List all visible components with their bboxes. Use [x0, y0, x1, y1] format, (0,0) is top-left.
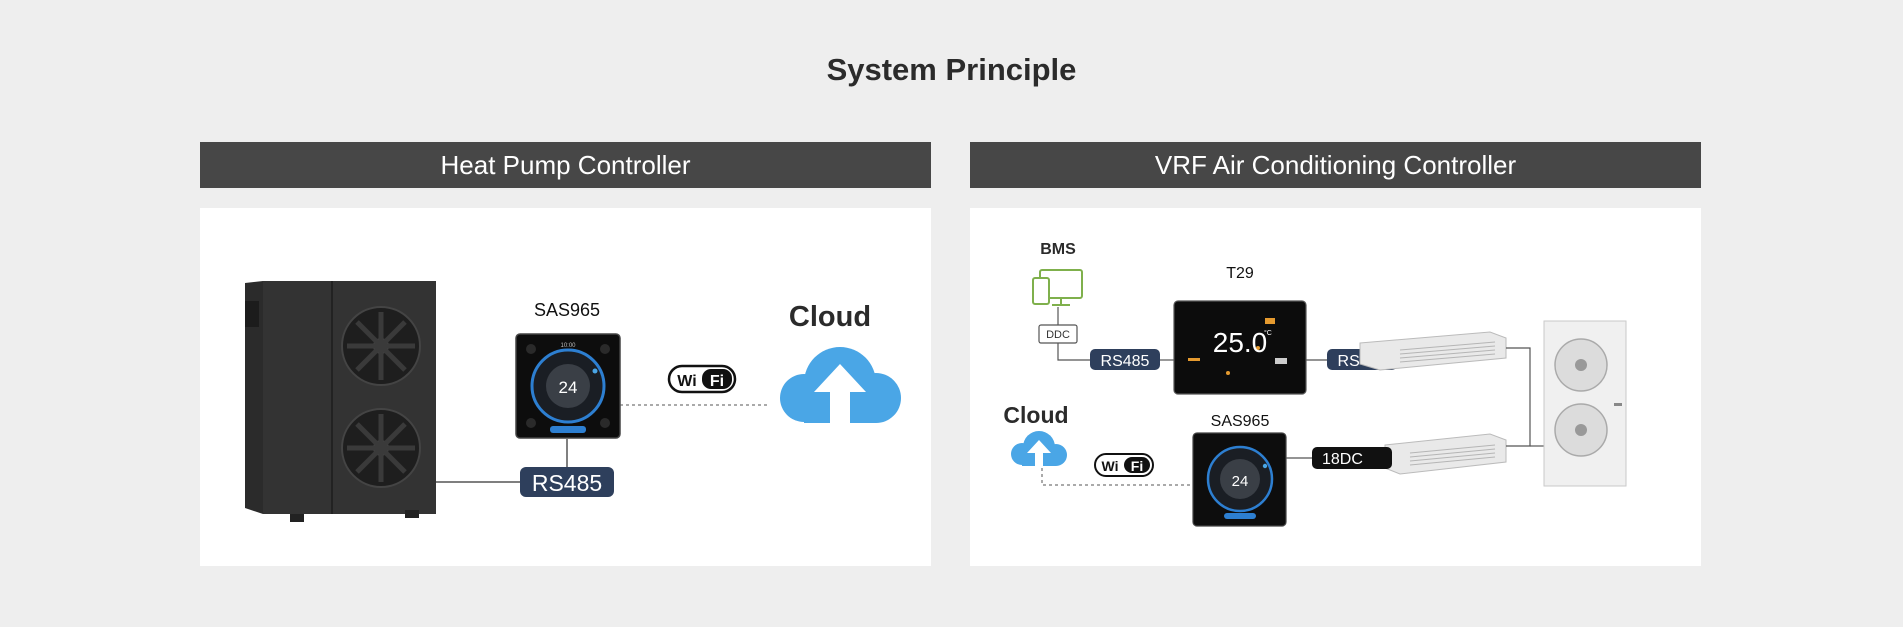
wifi-logo [667, 364, 737, 394]
page-title: System Principle [826, 52, 1077, 87]
vrf-cloud-upload-icon [1011, 431, 1067, 466]
heat-pump-unit-image [245, 281, 436, 522]
bms-label: BMS [1040, 241, 1076, 258]
rs485-badge [520, 467, 614, 497]
outdoor-wire-a [1506, 347, 1531, 447]
vrf-sas965-controller-image [1192, 432, 1287, 527]
t29-reading: 25.0 [1213, 327, 1268, 358]
wifi-text-fi: Fi [710, 373, 724, 390]
sas965-temp: 24 [559, 378, 578, 397]
cloud-upload-icon [780, 347, 901, 423]
t29-label: T29 [1226, 265, 1254, 282]
t29-thermostat-image [1173, 300, 1307, 395]
dc-label: 18DC [1322, 451, 1363, 468]
vrf-wifi-text-wi: Wi [1102, 458, 1119, 474]
wifi-text-wi: Wi [677, 373, 696, 390]
sas965-controller-image [515, 333, 621, 439]
heat-pump-diagram: RS485 SAS965 10:00 24 Wi Fi Cloud [245, 281, 901, 522]
bms-monitor-icon [1032, 269, 1083, 306]
ducted-indoor-unit-upper [1359, 331, 1507, 371]
vrf-panel-header: VRF Air Conditioning Controller [970, 142, 1701, 188]
vrf-wifi-link [1041, 468, 1192, 486]
rs485-label: RS485 [532, 470, 602, 496]
t29-unit: °C [1264, 329, 1272, 337]
vrf-sas965-temp: 24 [1232, 473, 1249, 490]
sas965-time: 10:00 [560, 343, 576, 349]
vrf-diagram: BMS DDC RS485 T29 25.0 °C RS485 [1003, 241, 1627, 527]
vrf-wifi-logo [1094, 453, 1154, 477]
cloud-label: Cloud [789, 301, 871, 333]
ddc-label: DDC [1046, 329, 1070, 341]
rs485-left-badge [1090, 349, 1160, 370]
vrf-cloud-label: Cloud [1003, 402, 1068, 428]
heat-pump-panel: RS485 SAS965 10:00 24 Wi Fi Cloud [200, 208, 931, 566]
vrf-sas965-label: SAS965 [1211, 413, 1270, 430]
dc-badge [1312, 447, 1392, 469]
ddc-wire [1057, 343, 1090, 361]
rs485-left-label: RS485 [1101, 353, 1150, 370]
sas965-label: SAS965 [534, 300, 600, 320]
ducted-indoor-unit-lower [1384, 433, 1507, 475]
vrf-wifi-text-fi: Fi [1131, 458, 1143, 474]
vrf-panel: BMS DDC RS485 T29 25.0 °C RS485 [970, 208, 1701, 566]
vrf-outdoor-unit-image [1543, 320, 1627, 487]
heat-pump-panel-header: Heat Pump Controller [200, 142, 931, 188]
